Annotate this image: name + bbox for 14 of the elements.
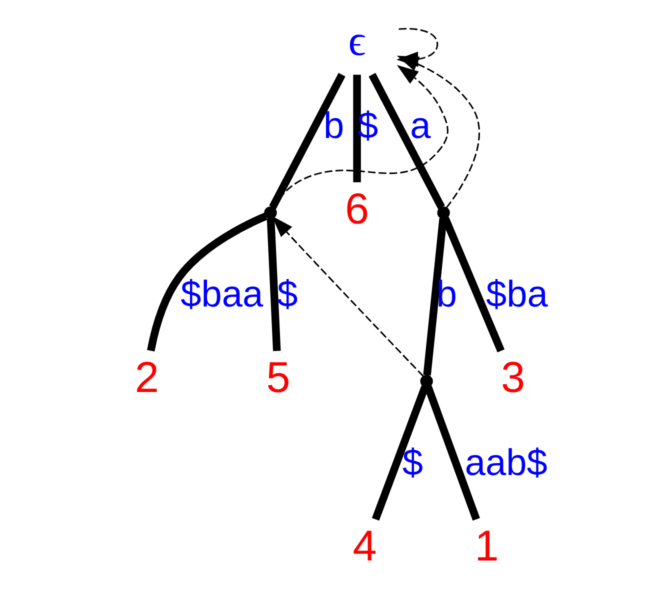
node-text: 3 (501, 354, 526, 402)
edge-label: b (436, 272, 457, 315)
edge-label: $baa (180, 272, 264, 315)
edge-label: a (410, 104, 431, 146)
node-text: 4 (352, 522, 377, 570)
edge-label: aab$ (464, 441, 548, 483)
node-text: 2 (134, 354, 159, 402)
node-text: 5 (266, 354, 290, 402)
edge-label: b (324, 104, 344, 146)
edge-label: $ba (486, 272, 548, 315)
edge-label: $ (402, 441, 423, 483)
node-text: 6 (345, 185, 370, 234)
node-text: ϵ (348, 17, 366, 66)
node-text: 1 (474, 522, 499, 570)
